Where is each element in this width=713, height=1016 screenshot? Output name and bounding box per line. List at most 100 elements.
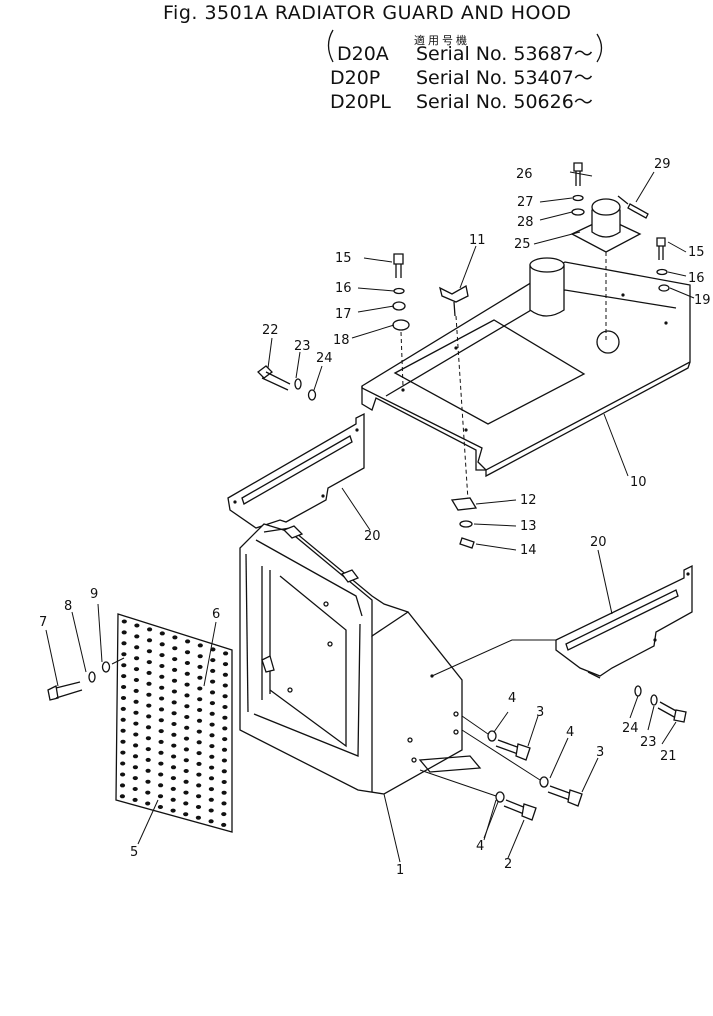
- screen-hole: [171, 732, 177, 737]
- header-block: Fig. 3501A RADIATOR GUARD AND HOOD 適用号機 …: [163, 2, 603, 113]
- screen-hole: [146, 692, 152, 697]
- screen-hole: [133, 678, 139, 682]
- screen-hole: [145, 747, 151, 752]
- screen-hole: [171, 754, 177, 759]
- screen-hole: [209, 711, 215, 716]
- callout-2: 2: [504, 857, 512, 872]
- callout-19: 19: [694, 293, 711, 308]
- screen-hole: [208, 808, 214, 813]
- radiator-guard-frame: [239, 523, 556, 795]
- callout-15-left: 15: [335, 251, 352, 266]
- screen-hole: [171, 678, 178, 683]
- screen-hole: [158, 739, 164, 744]
- callout-10: 10: [630, 475, 647, 490]
- screen-hole: [221, 769, 227, 774]
- callout-11: 11: [469, 233, 486, 248]
- screen-hole: [170, 797, 176, 802]
- screen-hole: [183, 790, 189, 795]
- screen-hole: [184, 671, 190, 676]
- screen-hole: [197, 686, 203, 691]
- callout-21: 21: [660, 749, 677, 764]
- screen-hole: [134, 645, 140, 650]
- callout-labels: 26 27 28 25 29 11 15 16 17 18 15 16 19 2…: [39, 157, 711, 878]
- screen-hole: [222, 672, 228, 677]
- screen-hole: [184, 715, 190, 719]
- callout-24-right: 24: [622, 721, 639, 736]
- screen-hole: [134, 656, 140, 661]
- screen-hole: [121, 663, 127, 668]
- screen-hole: [223, 651, 229, 656]
- screen-hole: [197, 675, 203, 680]
- screen-hole: [120, 696, 127, 700]
- cap-assembly: [570, 162, 649, 340]
- screen-hole: [184, 650, 191, 655]
- screen-hole: [133, 688, 139, 693]
- callout-5: 5: [130, 845, 138, 860]
- applicability-label: 適用号機: [414, 33, 470, 47]
- callout-29: 29: [654, 157, 671, 172]
- screen-hole: [171, 700, 177, 705]
- callout-7: 7: [39, 615, 47, 630]
- screen-hole: [197, 643, 203, 648]
- callout-23-left: 23: [294, 339, 311, 354]
- screen-hole: [184, 682, 190, 687]
- screen-hole: [183, 812, 189, 817]
- screen-hole: [146, 649, 152, 654]
- model-d20p: D20P: [330, 67, 380, 89]
- screen-hole: [133, 732, 139, 737]
- screen-hole: [132, 776, 138, 781]
- screen-hole: [120, 750, 126, 755]
- screen-hole: [209, 722, 215, 727]
- callout-4-upper: 4: [508, 691, 516, 706]
- screen-hole: [120, 739, 126, 744]
- screen-hole: [222, 737, 228, 742]
- screen-hole: [119, 783, 126, 788]
- callout-26: 26: [516, 167, 533, 182]
- open-bracket: [327, 29, 334, 63]
- screen-hole: [221, 801, 227, 806]
- screen-hole: [170, 765, 177, 770]
- screen-hole: [196, 751, 202, 756]
- screen-hole: [171, 711, 177, 716]
- hood-part: [361, 257, 691, 478]
- screen-hole: [209, 733, 215, 738]
- screen-hole: [158, 729, 164, 734]
- screen-hole: [157, 794, 164, 799]
- screen-hole: [183, 769, 189, 773]
- screen-hole: [158, 707, 165, 712]
- screen-hole: [222, 705, 228, 709]
- callout-13: 13: [520, 519, 537, 534]
- screen-hole: [195, 805, 202, 809]
- screen-hole: [120, 772, 126, 777]
- callout-16-right: 16: [688, 271, 705, 286]
- screen-hole: [209, 744, 215, 749]
- figure-title: Fig. 3501A RADIATOR GUARD AND HOOD: [163, 2, 572, 24]
- callout-22: 22: [262, 323, 279, 338]
- screen-hole: [172, 667, 178, 672]
- screen-hole: [171, 689, 177, 694]
- bracket-right: [555, 564, 693, 679]
- screen-hole: [121, 652, 127, 657]
- screen-hole: [185, 639, 191, 644]
- screen-hole: [134, 634, 140, 639]
- callout-4-mid: 4: [566, 725, 574, 740]
- screen-hole: [196, 718, 203, 723]
- screen-hole: [221, 780, 227, 784]
- screen-hole: [170, 808, 176, 813]
- screen-hole: [133, 721, 139, 726]
- screen-hole: [208, 819, 214, 824]
- frame-bolts: [419, 715, 583, 821]
- screen-hole: [197, 708, 203, 712]
- bracket-bolt-right: [634, 685, 687, 723]
- screen-hole: [196, 761, 202, 766]
- screen-hole: [208, 776, 215, 781]
- screen-hole: [145, 768, 151, 773]
- callout-23-right: 23: [640, 735, 657, 750]
- screen-hole: [159, 674, 165, 679]
- screen-hole: [134, 623, 140, 628]
- screen-hole: [221, 822, 227, 827]
- screen-hole: [132, 754, 139, 759]
- serial-d20pl: Serial No. 50626～: [416, 91, 593, 113]
- screen-hole: [121, 630, 127, 635]
- callout-3-upper: 3: [536, 705, 544, 720]
